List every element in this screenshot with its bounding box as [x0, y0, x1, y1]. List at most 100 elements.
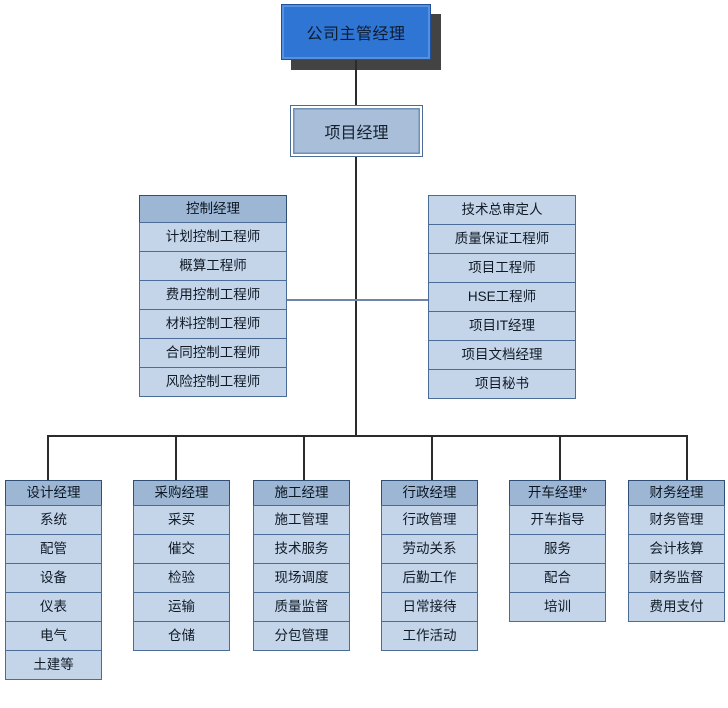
control-manager-item-1-label: 计划控制工程师	[165, 229, 261, 245]
connector-drop-3	[303, 435, 305, 480]
construction-item-3[interactable]: 现场调度	[253, 563, 350, 593]
technical-staff-item-3[interactable]: 项目工程师	[428, 253, 576, 283]
design-item-6[interactable]: 土建等	[5, 650, 102, 680]
department-header-finance-label: 财务经理	[649, 485, 704, 501]
procurement-item-1[interactable]: 采买	[133, 505, 230, 535]
control-manager-item-2-label: 概算工程师	[179, 258, 247, 274]
control-manager-column: 控制经理 计划控制工程师 概算工程师 费用控制工程师 材料控制工程师 合同控制工…	[139, 195, 287, 397]
control-manager-item-4[interactable]: 材料控制工程师	[139, 309, 287, 339]
finance-item-3[interactable]: 财务监督	[628, 563, 725, 593]
administration-item-2-label: 劳动关系	[402, 541, 457, 557]
construction-item-1[interactable]: 施工管理	[253, 505, 350, 535]
startup-item-3[interactable]: 配合	[509, 563, 606, 593]
control-manager-item-5[interactable]: 合同控制工程师	[139, 338, 287, 368]
technical-staff-item-5[interactable]: 项目IT经理	[428, 311, 576, 341]
finance-item-4[interactable]: 费用支付	[628, 592, 725, 622]
department-header-startup-label: 开车经理*	[527, 485, 588, 501]
technical-staff-item-4-label: HSE工程师	[467, 289, 537, 305]
administration-item-5[interactable]: 工作活动	[381, 621, 478, 651]
finance-item-1-label: 财务管理	[649, 512, 704, 528]
connector-drop-4	[431, 435, 433, 480]
connector-drop-1	[47, 435, 49, 480]
procurement-item-5-label: 仓储	[168, 628, 195, 644]
administration-item-3[interactable]: 后勤工作	[381, 563, 478, 593]
department-column-procurement: 采购经理 采买 催交 检验 运输 仓储	[133, 480, 230, 651]
project-manager-label: 项目经理	[324, 125, 389, 142]
design-item-5[interactable]: 电气	[5, 621, 102, 651]
construction-item-5-label: 分包管理	[274, 628, 329, 644]
control-manager-item-6[interactable]: 风险控制工程师	[139, 367, 287, 397]
construction-item-4[interactable]: 质量监督	[253, 592, 350, 622]
design-item-1[interactable]: 系统	[5, 505, 102, 535]
technical-staff-item-1-label: 技术总审定人	[461, 202, 543, 218]
technical-staff-item-2[interactable]: 质量保证工程师	[428, 224, 576, 254]
technical-staff-item-5-label: 项目IT经理	[469, 318, 535, 334]
department-header-procurement-label: 采购经理	[154, 485, 209, 501]
control-manager-item-1[interactable]: 计划控制工程师	[139, 222, 287, 252]
administration-item-2[interactable]: 劳动关系	[381, 534, 478, 564]
control-manager-item-6-label: 风险控制工程师	[165, 374, 261, 390]
control-manager-header-label: 控制经理	[186, 201, 240, 217]
department-header-procurement[interactable]: 采购经理	[133, 480, 230, 506]
technical-staff-item-4[interactable]: HSE工程师	[428, 282, 576, 312]
connector-exec-to-pm	[355, 60, 357, 105]
technical-staff-item-6[interactable]: 项目文档经理	[428, 340, 576, 370]
design-item-4[interactable]: 仪表	[5, 592, 102, 622]
construction-item-2[interactable]: 技术服务	[253, 534, 350, 564]
design-item-5-label: 电气	[40, 628, 67, 644]
department-header-finance[interactable]: 财务经理	[628, 480, 725, 506]
startup-item-4-label: 培训	[544, 599, 571, 615]
design-item-2[interactable]: 配管	[5, 534, 102, 564]
connector-drop-5	[559, 435, 561, 480]
startup-item-2-label: 服务	[544, 541, 571, 557]
administration-item-1-label: 行政管理	[402, 512, 457, 528]
executive-box[interactable]: 公司主管经理	[281, 4, 431, 60]
department-header-startup[interactable]: 开车经理*	[509, 480, 606, 506]
connector-spine	[355, 157, 357, 435]
procurement-item-2[interactable]: 催交	[133, 534, 230, 564]
administration-item-5-label: 工作活动	[402, 628, 457, 644]
procurement-item-5[interactable]: 仓储	[133, 621, 230, 651]
startup-item-1[interactable]: 开车指导	[509, 505, 606, 535]
startup-item-1-label: 开车指导	[530, 512, 585, 528]
administration-item-1[interactable]: 行政管理	[381, 505, 478, 535]
connector-staff-bus	[287, 299, 428, 301]
procurement-item-1-label: 采买	[168, 512, 195, 528]
design-item-6-label: 土建等	[33, 657, 74, 673]
department-column-design: 设计经理 系统 配管 设备 仪表 电气 土建等	[5, 480, 102, 680]
control-manager-item-2[interactable]: 概算工程师	[139, 251, 287, 281]
procurement-item-2-label: 催交	[168, 541, 195, 557]
finance-item-2[interactable]: 会计核算	[628, 534, 725, 564]
procurement-item-3[interactable]: 检验	[133, 563, 230, 593]
design-item-3[interactable]: 设备	[5, 563, 102, 593]
control-manager-item-3[interactable]: 费用控制工程师	[139, 280, 287, 310]
administration-item-4[interactable]: 日常接待	[381, 592, 478, 622]
department-header-construction[interactable]: 施工经理	[253, 480, 350, 506]
executive-box-label: 公司主管经理	[306, 26, 406, 43]
connector-drop-2	[175, 435, 177, 480]
administration-item-3-label: 后勤工作	[402, 570, 457, 586]
technical-staff-item-7[interactable]: 项目秘书	[428, 369, 576, 399]
administration-item-4-label: 日常接待	[402, 599, 457, 615]
design-item-3-label: 设备	[40, 570, 67, 586]
technical-staff-item-3-label: 项目工程师	[468, 260, 536, 276]
control-manager-item-3-label: 费用控制工程师	[165, 287, 261, 303]
department-header-administration-label: 行政经理	[402, 485, 457, 501]
project-manager-box[interactable]: 项目经理	[290, 105, 423, 157]
connector-drop-6	[686, 435, 688, 480]
control-manager-header[interactable]: 控制经理	[139, 195, 287, 223]
connector-bottom-bus	[47, 435, 687, 437]
technical-staff-item-1[interactable]: 技术总审定人	[428, 195, 576, 225]
startup-item-3-label: 配合	[544, 570, 571, 586]
startup-item-4[interactable]: 培训	[509, 592, 606, 622]
technical-staff-item-6-label: 项目文档经理	[461, 347, 543, 363]
department-header-administration[interactable]: 行政经理	[381, 480, 478, 506]
construction-item-5[interactable]: 分包管理	[253, 621, 350, 651]
finance-item-1[interactable]: 财务管理	[628, 505, 725, 535]
finance-item-4-label: 费用支付	[649, 599, 704, 615]
procurement-item-4[interactable]: 运输	[133, 592, 230, 622]
department-header-design[interactable]: 设计经理	[5, 480, 102, 506]
technical-staff-item-2-label: 质量保证工程师	[454, 231, 550, 247]
startup-item-2[interactable]: 服务	[509, 534, 606, 564]
department-column-construction: 施工经理 施工管理 技术服务 现场调度 质量监督 分包管理	[253, 480, 350, 651]
